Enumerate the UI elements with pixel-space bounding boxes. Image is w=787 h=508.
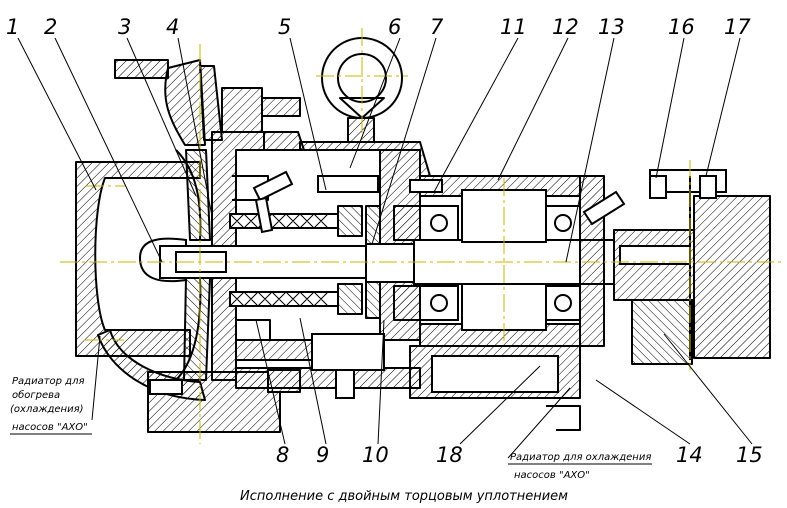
callout-1: 1 (6, 15, 19, 39)
heating-note-line-2: обогрева (12, 389, 60, 401)
callout-18: 18 (436, 443, 463, 467)
bolts (252, 170, 626, 234)
heating-fitting (311, 333, 385, 399)
callout-13: 13 (598, 15, 625, 39)
callout-14: 14 (676, 443, 703, 467)
callout-15: 15 (736, 443, 763, 467)
callout-6: 6 (388, 15, 401, 39)
callout-5: 5 (278, 15, 291, 39)
callout-3: 3 (118, 15, 131, 39)
callout-2: 2 (44, 15, 57, 39)
callout-8: 8 (276, 443, 289, 467)
heating-note-line-4: насосов "АХО" (12, 422, 88, 433)
callout-12: 12 (552, 15, 579, 39)
center-lines (60, 28, 782, 444)
leader-lines (17, 37, 753, 459)
heating-note-line-3: (охлаждения) (10, 404, 84, 415)
coupling (613, 169, 771, 365)
callout-11: 11 (500, 15, 527, 39)
seal-rings (229, 205, 363, 315)
cooling-note-line-2: насосов "АХО" (514, 470, 590, 481)
cooling-note-line-1: Радиатор для охлаждения (510, 452, 651, 463)
callout-16: 16 (668, 15, 695, 39)
callout-7: 7 (430, 15, 444, 39)
callout-17: 17 (724, 15, 751, 39)
cooling-radiator (409, 345, 581, 431)
callout-4: 4 (166, 15, 179, 39)
cooling-radiator-note: Радиатор для охлаждения насосов "АХО" (508, 452, 652, 481)
callout-9: 9 (316, 443, 329, 467)
heating-note-line-1: Радиатор для (12, 376, 85, 387)
callout-10: 10 (362, 443, 389, 467)
heating-radiator-note: Радиатор для обогрева (охлаждения) насос… (10, 376, 92, 435)
drawing-caption: Исполнение с двойным торцовым уплотнение… (240, 489, 568, 504)
